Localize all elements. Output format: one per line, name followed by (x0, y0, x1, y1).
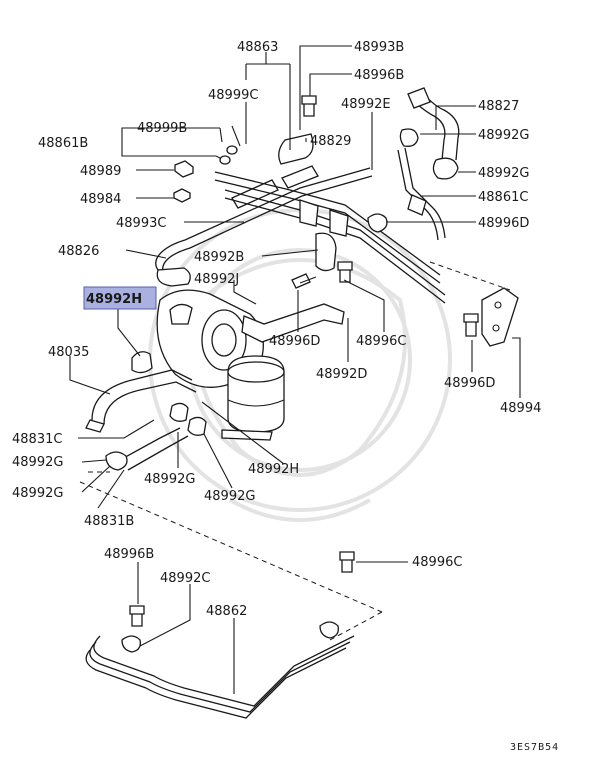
label-48993C: 48993C (116, 216, 166, 231)
bracket-48992B (315, 232, 337, 272)
label-48992G-b: 48992G (478, 166, 529, 181)
bolt-48996B-top (301, 95, 317, 117)
label-48831B: 48831B (84, 514, 134, 529)
label-48862: 48862 (206, 604, 247, 619)
label-48996D-a: 48996D (478, 216, 529, 231)
label-48992B: 48992B (194, 250, 244, 265)
label-48992H-highlighted: 48992H (86, 292, 142, 307)
label-48827: 48827 (478, 99, 519, 114)
label-48996D-b: 48996D (269, 334, 320, 349)
label-48999B: 48999B (137, 121, 187, 136)
label-48996C-a: 48996C (356, 334, 406, 349)
fitting-48996D-top (367, 213, 388, 233)
power-steering-pump (156, 289, 264, 388)
label-48861B: 48861B (38, 136, 88, 151)
bolt-48996C-bottom (339, 551, 355, 573)
label-48992G-f: 48992G (204, 489, 255, 504)
label-48999C: 48999C (208, 88, 258, 103)
washer-48984 (173, 188, 191, 203)
diagram-code: 3ES7B54 (510, 742, 559, 753)
reservoir (221, 355, 285, 441)
label-48993B: 48993B (354, 40, 404, 55)
label-48992C: 48992C (160, 571, 210, 586)
return-pipe-assembly (214, 171, 446, 304)
bolt-48996D-mid (291, 273, 317, 289)
label-48829: 48829 (310, 134, 351, 149)
label-48861C: 48861C (478, 190, 528, 205)
label-48035: 48035 (48, 345, 89, 360)
bolt-48996D-right (463, 313, 479, 337)
label-48831C: 48831C (12, 432, 62, 447)
label-48992G-d: 48992G (144, 472, 195, 487)
label-48826: 48826 (58, 244, 99, 259)
clamp-48992H (131, 351, 153, 374)
cooler-pipe-48862 (85, 621, 355, 719)
hose-48827 (399, 87, 460, 180)
label-48992G-a: 48992G (478, 128, 529, 143)
nut-48989 (174, 160, 194, 178)
bracket-48992D (241, 303, 345, 343)
label-48996D-c: 48996D (444, 376, 495, 391)
bolt-48996C-mid (337, 261, 353, 283)
hose-48035 (85, 369, 197, 433)
leader-lines (69, 45, 521, 694)
label-48994: 48994 (500, 401, 541, 416)
bolt-48996B-bottom (129, 605, 145, 627)
label-48992J: 48992J (194, 272, 239, 287)
label-48984: 48984 (80, 192, 121, 207)
pipe-48861C (397, 147, 446, 241)
clamp-48829 (278, 133, 314, 165)
label-48992H: 48992H (248, 462, 299, 477)
part-labels: 48863 48993B 48996B 48999C 48992E 48827 … (12, 40, 541, 619)
bracket-48994 (481, 287, 519, 347)
lower-hose-48831 (105, 402, 207, 471)
label-48989: 48989 (80, 164, 121, 179)
label-48992G-e: 48992G (12, 486, 63, 501)
label-48992G-c: 48992G (12, 455, 63, 470)
label-48996C-b: 48996C (412, 555, 462, 570)
label-48863: 48863 (237, 40, 278, 55)
label-48996B-bottom: 48996B (104, 547, 154, 562)
label-48996B-top: 48996B (354, 68, 404, 83)
label-48992D: 48992D (316, 367, 367, 382)
label-48992E: 48992E (341, 97, 391, 112)
main-pressure-hose (155, 165, 373, 287)
highlight-48992H (83, 286, 157, 310)
orings-48999 (219, 145, 238, 165)
